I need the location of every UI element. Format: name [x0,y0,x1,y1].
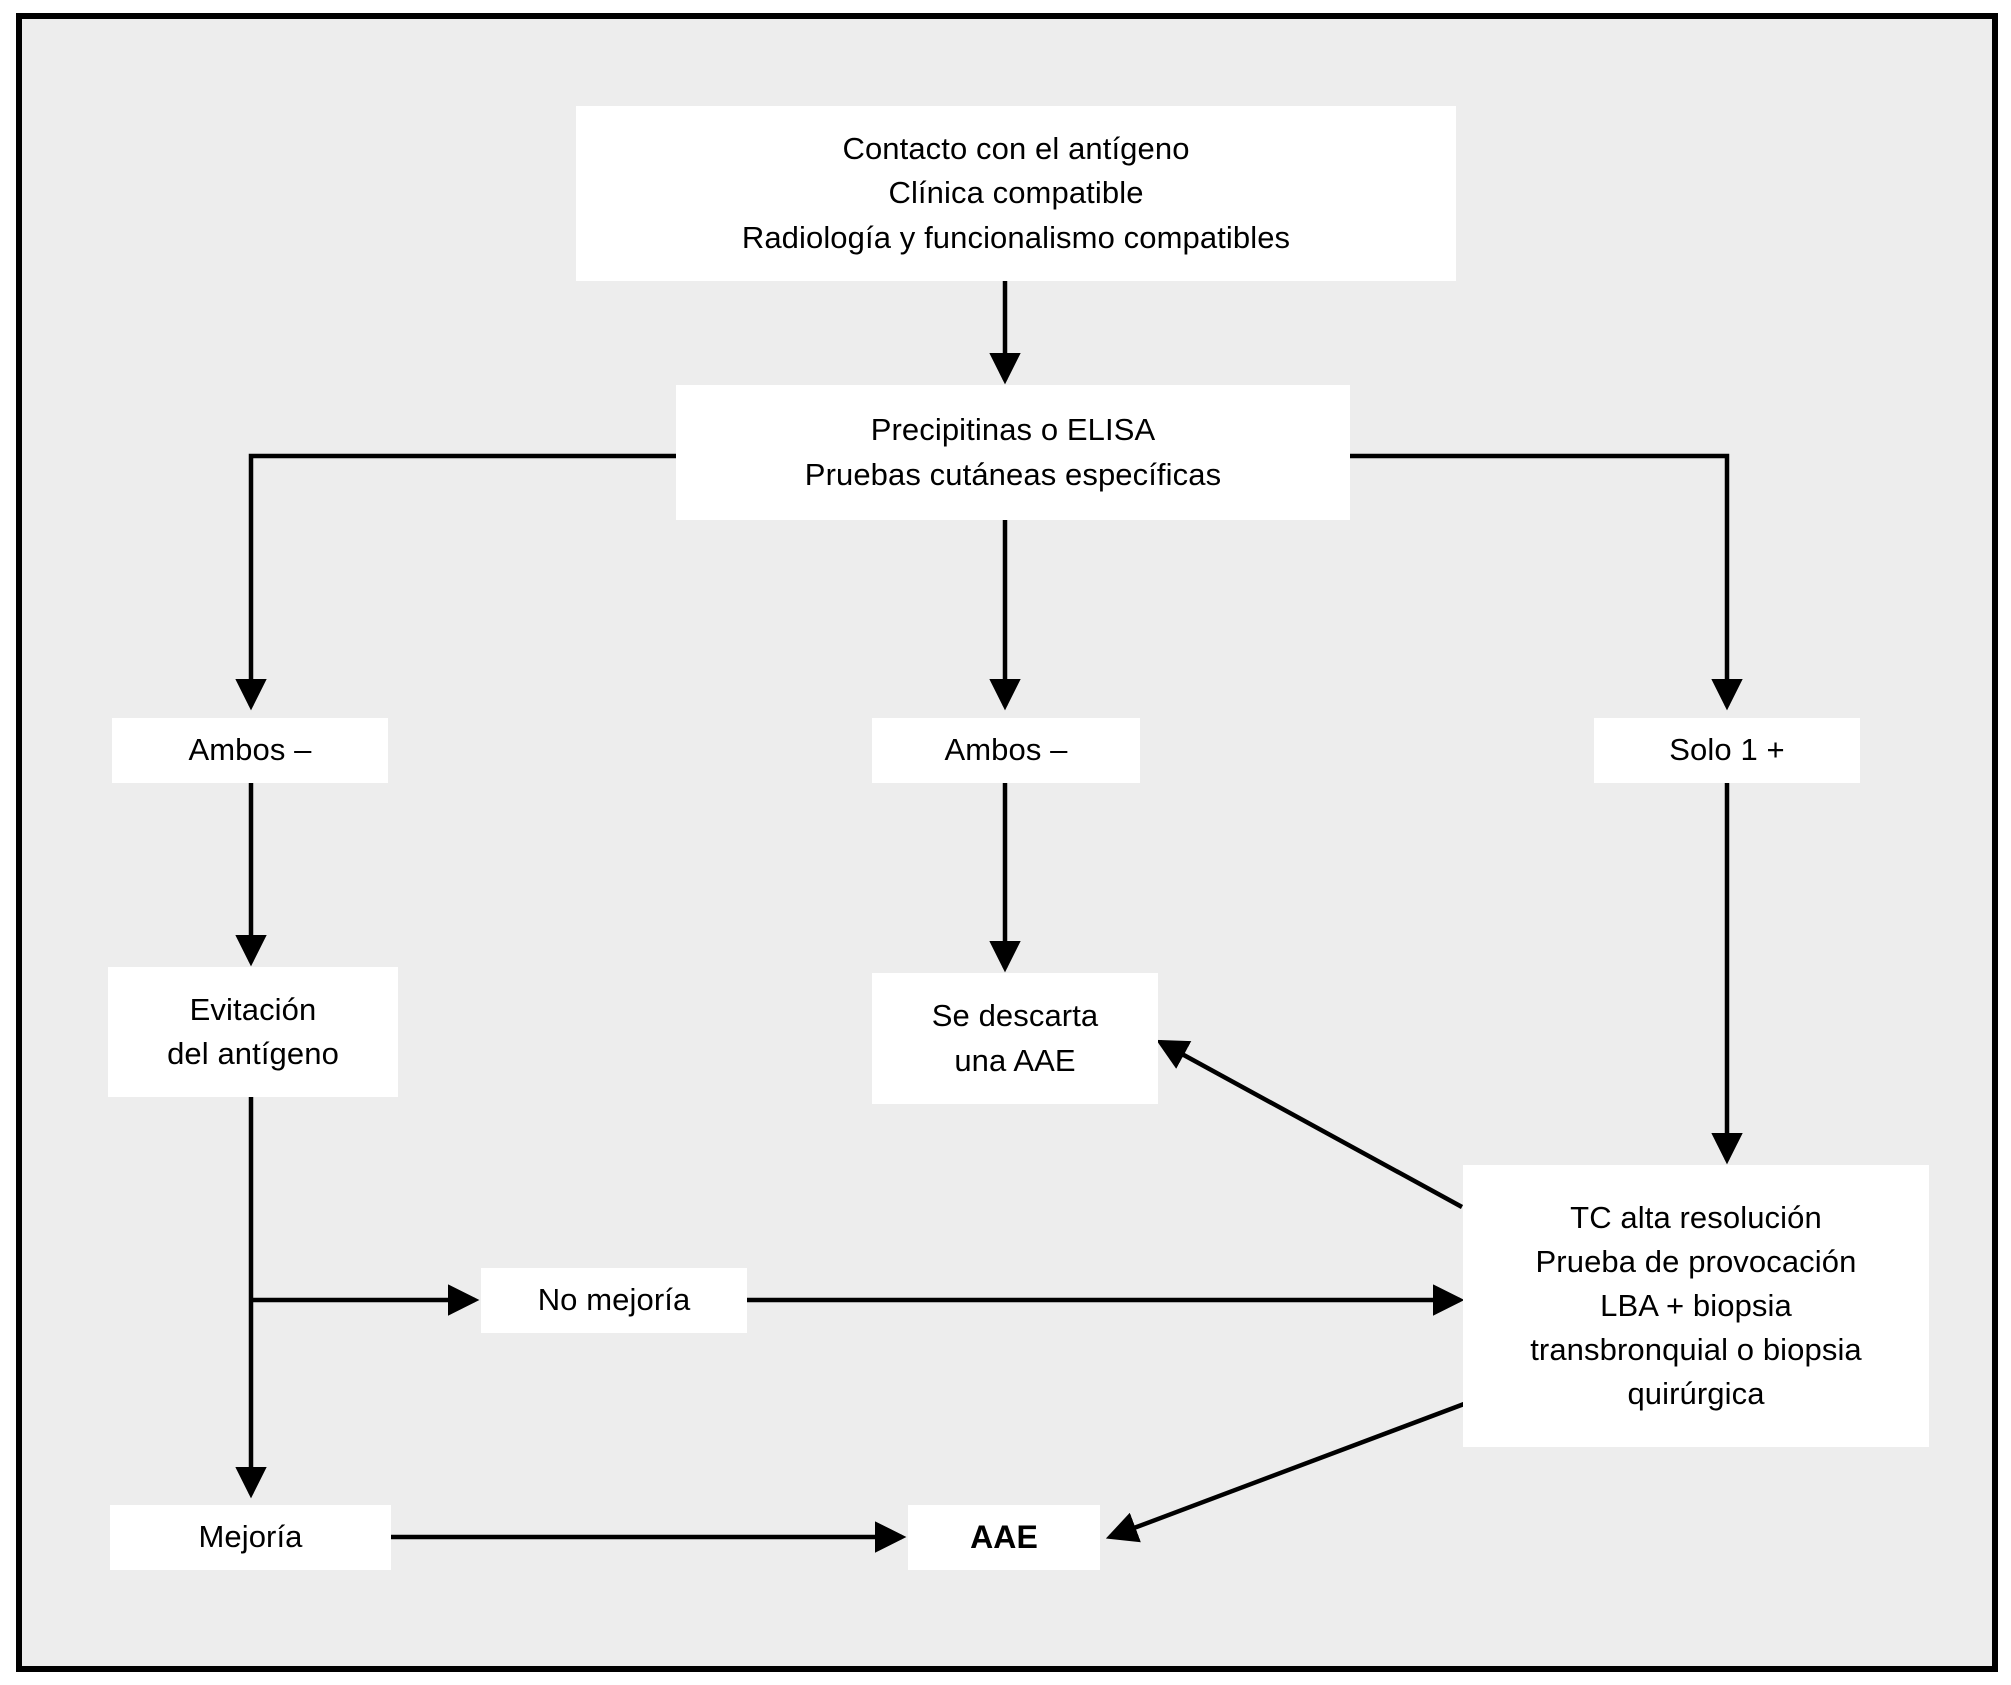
node-line: TC alta resolución [1570,1199,1822,1235]
node-line: No mejoría [537,1282,691,1318]
node-ambos-negativos-izquierda[interactable]: Ambos – [112,718,388,783]
connector-tc-a-aae [1105,1401,1465,1543]
node-line: Solo 1 + [1669,732,1785,768]
node-mejoria[interactable]: Mejoría [110,1505,391,1570]
node-no-mejoria[interactable]: No mejoría [481,1268,747,1333]
node-precipitinas-o-elisa[interactable]: Precipitinas o ELISA Pruebas cutáneas es… [676,385,1350,520]
node-line: Precipitinas o ELISA [870,412,1156,448]
node-line: Prueba de provocación [1535,1243,1857,1279]
node-contacto-con-el-antigeno[interactable]: Contacto con el antígeno Clínica compati… [576,106,1456,281]
node-line: Contacto con el antígeno [842,131,1190,167]
node-line: una AAE [954,1042,1076,1078]
node-line: Pruebas cutáneas específicas [804,456,1222,492]
node-line: Clínica compatible [888,175,1144,211]
node-tc-alta-resolucion[interactable]: TC alta resolución Prueba de provocación… [1463,1165,1929,1447]
node-line: LBA + biopsia [1600,1287,1792,1323]
node-line: del antígeno [167,1036,339,1071]
connector-precipitinas-a-solo1 [1350,453,1743,711]
node-line: Evitación [189,991,317,1027]
node-aae[interactable]: AAE [908,1505,1100,1570]
node-evitacion-del-antigeno[interactable]: Evitación del antígeno [108,967,398,1097]
connector-tc-a-descarta [1156,1039,1464,1209]
node-line: quirúrgica [1627,1376,1765,1412]
node-ambos-negativos-centro[interactable]: Ambos – [872,718,1140,783]
node-line: Radiología y funcionalismo compatibles [741,219,1291,255]
connector-precipitinas-a-ambos-izq [235,453,676,711]
node-line: transbronquial o biopsia [1530,1332,1862,1367]
node-line: Ambos – [944,732,1068,768]
node-line: Se descarta [931,998,1099,1034]
node-se-descarta-una-aae[interactable]: Se descarta una AAE [872,973,1158,1104]
node-line: Ambos – [188,732,312,768]
node-line: Mejoría [198,1519,303,1555]
node-solo-1-positivo[interactable]: Solo 1 + [1594,718,1860,783]
node-line: AAE [970,1518,1038,1555]
